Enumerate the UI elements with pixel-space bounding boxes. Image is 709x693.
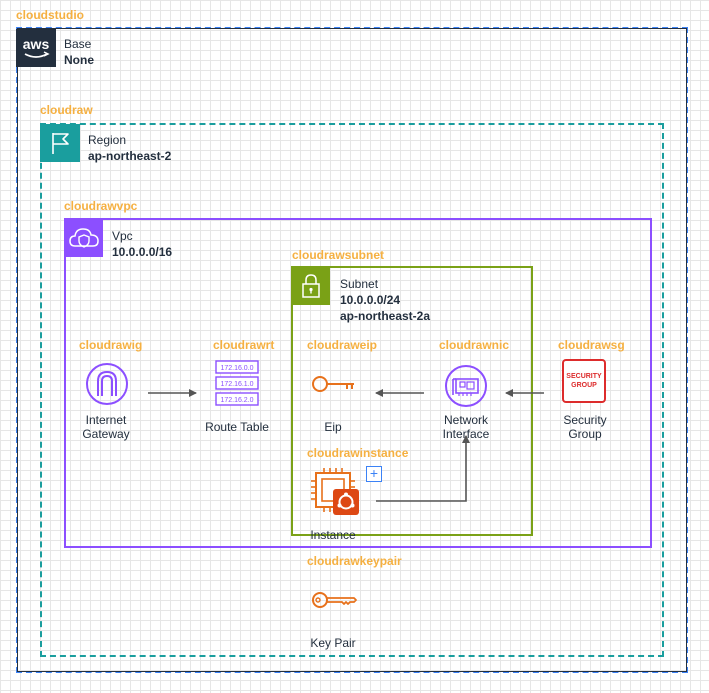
aws-logo-icon: aws — [16, 29, 56, 67]
instance-to-nic-connector — [376, 435, 470, 502]
sg-badge-line1: SECURITY — [566, 373, 602, 380]
eip-node-caption: Eip — [324, 420, 342, 434]
base-group-title: Base None — [64, 36, 94, 68]
vpc-value-text: 10.0.0.0/16 — [112, 245, 173, 259]
route-table-icon[interactable]: 172.16.0.0 172.16.1.0 172.16.2.0 — [215, 360, 259, 406]
nic-node-label: cloudrawnic — [439, 338, 510, 352]
instance-node-label: cloudrawinstance — [307, 446, 409, 460]
subnet-value-text: 10.0.0.0/24 — [340, 293, 401, 307]
igw-caption-line2: Gateway — [82, 427, 130, 441]
route-entry-1: 172.16.0.0 — [220, 365, 253, 372]
keypair-node-label: cloudrawkeypair — [307, 554, 402, 568]
sg-caption-line2: Group — [568, 427, 602, 441]
route-entry-2: 172.16.1.0 — [220, 381, 253, 388]
region-title-text: Region — [88, 133, 127, 147]
base-title-text: Base — [64, 37, 92, 51]
sg-node-caption: Security Group — [546, 413, 624, 441]
expand-plus-icon[interactable]: + — [366, 466, 382, 482]
key-icon[interactable] — [310, 588, 358, 612]
nic-caption-line1: Network — [443, 413, 488, 427]
route-entry-3: 172.16.2.0 — [220, 397, 253, 404]
nic-caption-line2: Interface — [442, 427, 490, 441]
svg-text:aws: aws — [23, 36, 50, 52]
base-group[interactable] — [16, 27, 688, 673]
sg-caption-line1: Security — [563, 413, 607, 427]
region-group-label: cloudraw — [40, 103, 93, 117]
region-group[interactable] — [40, 123, 664, 657]
ec2-instance-icon[interactable] — [310, 467, 360, 515]
vpc-group[interactable] — [64, 218, 652, 548]
elastic-ip-icon[interactable] — [310, 372, 358, 396]
instance-node-caption: Instance — [310, 528, 356, 542]
subnet-group[interactable] — [291, 266, 533, 536]
internet-gateway-icon[interactable] — [85, 362, 129, 406]
rt-node-caption: Route Table — [205, 420, 269, 434]
vpc-title-text: Vpc — [112, 229, 133, 243]
subnet-group-label: cloudrawsubnet — [292, 248, 385, 262]
network-interface-icon[interactable] — [444, 364, 488, 408]
vpc-cloud-lock-icon — [65, 219, 103, 257]
subnet-title-text: Subnet — [340, 277, 379, 291]
region-value-text: ap-northeast-2 — [88, 149, 172, 163]
lock-icon — [292, 267, 330, 305]
vpc-group-label: cloudrawvpc — [64, 199, 138, 213]
eip-node-label: cloudraweip — [307, 338, 378, 352]
subnet-az-text: ap-northeast-2a — [340, 309, 431, 323]
igw-node-caption: Internet Gateway — [64, 413, 148, 441]
vpc-group-title: Vpc 10.0.0.0/16 — [112, 228, 172, 260]
base-group-label: cloudstudio — [16, 8, 84, 22]
keypair-node-caption: Key Pair — [310, 636, 356, 650]
flag-icon — [40, 124, 80, 162]
igw-node-label: cloudrawig — [79, 338, 143, 352]
security-group-icon[interactable]: SECURITY GROUP — [562, 359, 606, 403]
subnet-group-title: Subnet 10.0.0.0/24 ap-northeast-2a — [340, 276, 430, 324]
sg-badge-line2: GROUP — [571, 382, 597, 389]
region-group-title: Region ap-northeast-2 — [88, 132, 171, 164]
nic-node-caption: Network Interface — [426, 413, 506, 441]
sg-node-label: cloudrawsg — [558, 338, 625, 352]
rt-node-label: cloudrawrt — [213, 338, 275, 352]
base-value-text: None — [64, 53, 94, 67]
igw-caption-line1: Internet — [85, 413, 127, 427]
